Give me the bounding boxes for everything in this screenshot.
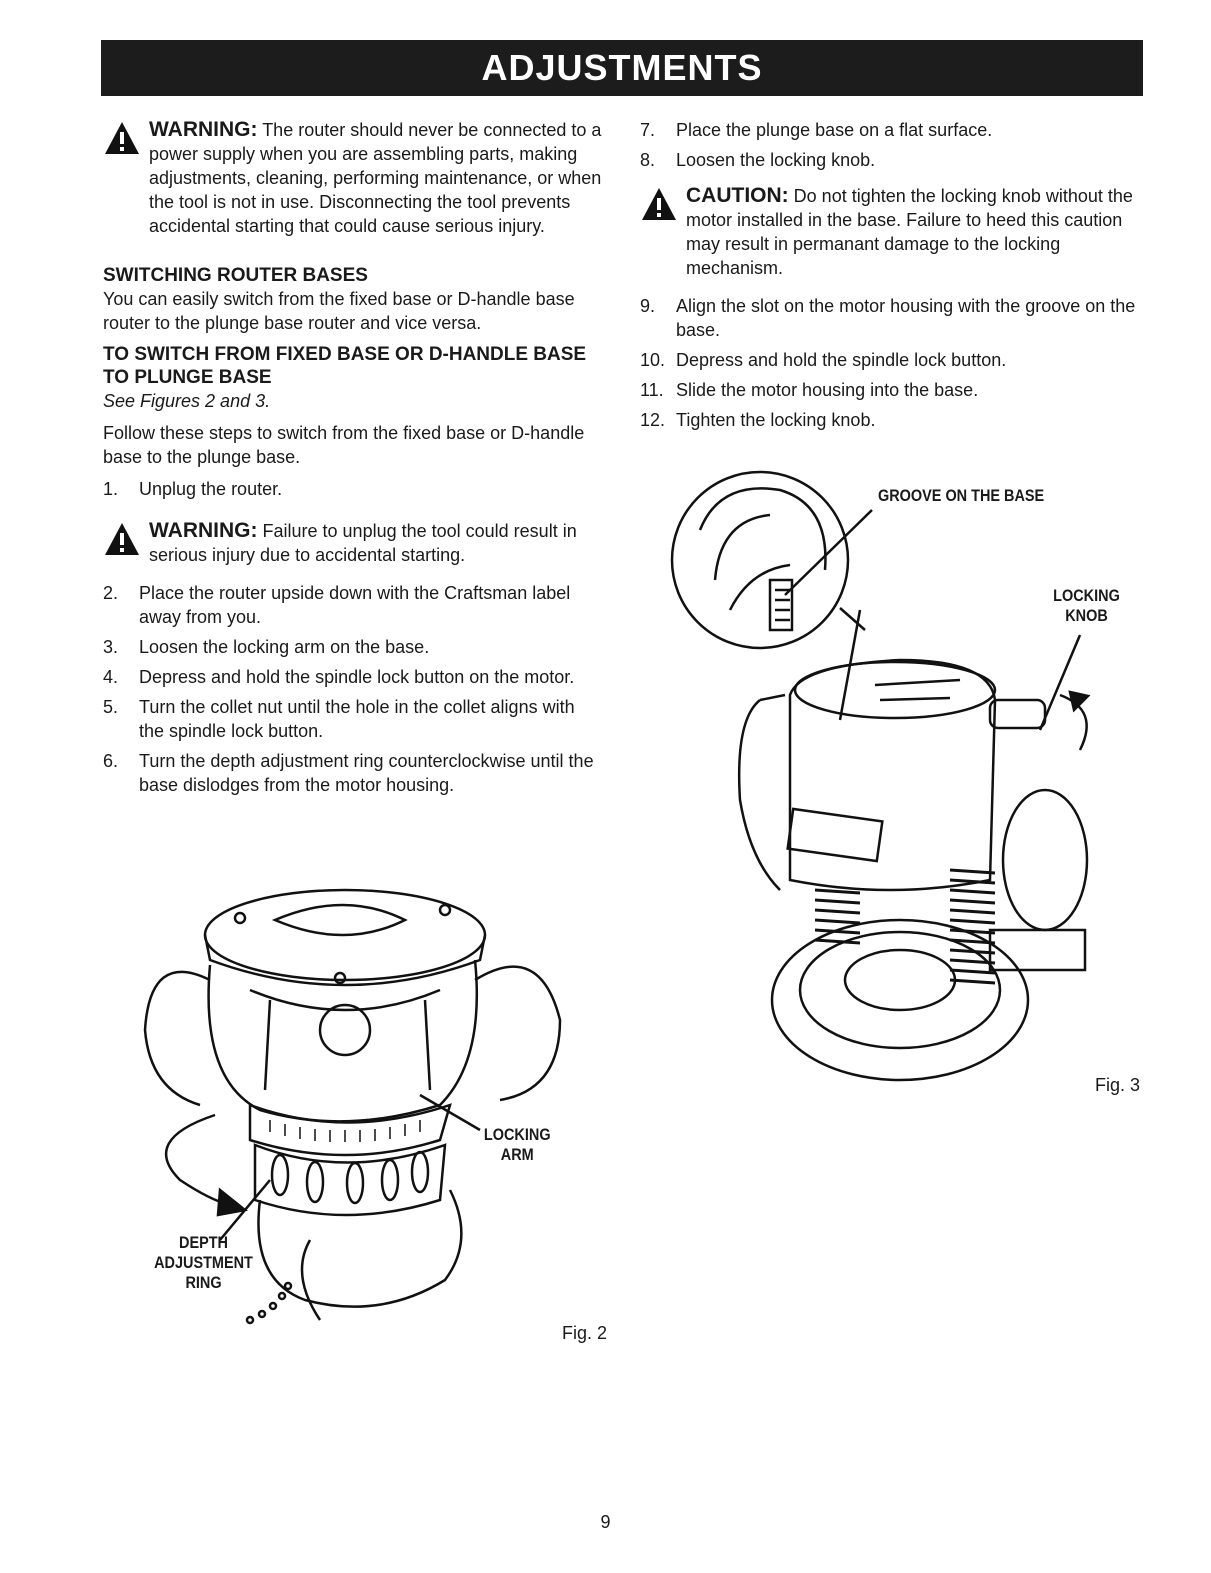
- steps-list-b: 2.Place the router upside down with the …: [103, 581, 603, 797]
- figure-reference: See Figures 2 and 3.: [103, 391, 271, 411]
- step-item: 8.Loosen the locking knob.: [640, 150, 876, 170]
- step-item: 12.Tighten the locking knob.: [640, 410, 876, 430]
- section-description: You can easily switch from the fixed bas…: [103, 289, 575, 333]
- caution-label: CAUTION:: [686, 184, 789, 207]
- step-item: 5.Turn the collet nut until the hole in …: [103, 697, 575, 741]
- detail-magnifier-circle: [670, 470, 850, 650]
- caution-text: Do not tighten the locking knob without …: [686, 186, 1133, 278]
- warning-text: The router should never be connected to …: [149, 120, 602, 236]
- section-title: SWITCHING ROUTER BASES: [103, 265, 368, 286]
- step-item: 11.Slide the motor housing into the base…: [640, 380, 979, 400]
- subsection-title: TO SWITCH FROM FIXED BASE OR D-HANDLE BA…: [103, 344, 587, 388]
- warning-triangle-icon: [105, 122, 139, 154]
- warning-block-power: WARNING: The router should never be conn…: [103, 118, 603, 238]
- callout-locking-knob: LOCKING KNOB: [1053, 586, 1120, 625]
- figure-3-label: Fig. 3: [1095, 1075, 1141, 1095]
- caution-triangle-icon: [642, 188, 676, 220]
- left-column: WARNING: The router should never be conn…: [103, 118, 603, 807]
- step-item: 3.Loosen the locking arm on the base.: [103, 637, 430, 657]
- step-item: 4.Depress and hold the spindle lock butt…: [103, 667, 575, 687]
- warning-label: WARNING:: [149, 519, 258, 542]
- intro-text: Follow these steps to switch from the fi…: [103, 423, 585, 467]
- step-item: 1. Unplug the router.: [103, 479, 283, 499]
- warning-triangle-icon: [105, 523, 139, 555]
- steps-list-c: 7.Place the plunge base on a flat surfac…: [640, 118, 1145, 172]
- page-number: 9: [600, 1512, 611, 1532]
- section-header-banner: ADJUSTMENTS: [101, 40, 1143, 96]
- figure-2-label: Fig. 2: [562, 1323, 608, 1343]
- steps-list-d: 9.Align the slot on the motor housing wi…: [640, 294, 1145, 432]
- warning-label: WARNING:: [149, 118, 258, 141]
- step-item: 7.Place the plunge base on a flat surfac…: [640, 120, 993, 140]
- callout-depth-adjustment-ring: DEPTH ADJUSTMENT RING: [154, 1233, 253, 1292]
- figure-2-fixed-base-illustration: [143, 888, 562, 1325]
- right-column: 7.Place the plunge base on a flat surfac…: [640, 118, 1145, 442]
- warning-text: Failure to unplug the tool could result …: [149, 521, 577, 565]
- steps-list-a: 1. Unplug the router.: [103, 477, 603, 501]
- callout-locking-arm: LOCKING ARM: [483, 1125, 551, 1164]
- callout-groove-on-base: GROOVE ON THE BASE: [878, 486, 1045, 505]
- warning-block-unplug: WARNING: Failure to unplug the tool coul…: [103, 519, 603, 567]
- page-title: ADJUSTMENTS: [481, 47, 763, 88]
- step-item: 10.Depress and hold the spindle lock but…: [640, 350, 1007, 370]
- step-item: 2.Place the router upside down with the …: [103, 583, 571, 627]
- figure-3-plunge-base-illustration: [670, 470, 1091, 1082]
- caution-block: CAUTION: Do not tighten the locking knob…: [640, 184, 1145, 280]
- step-item: 9.Align the slot on the motor housing wi…: [640, 296, 1136, 340]
- step-item: 6.Turn the depth adjustment ring counter…: [103, 751, 594, 795]
